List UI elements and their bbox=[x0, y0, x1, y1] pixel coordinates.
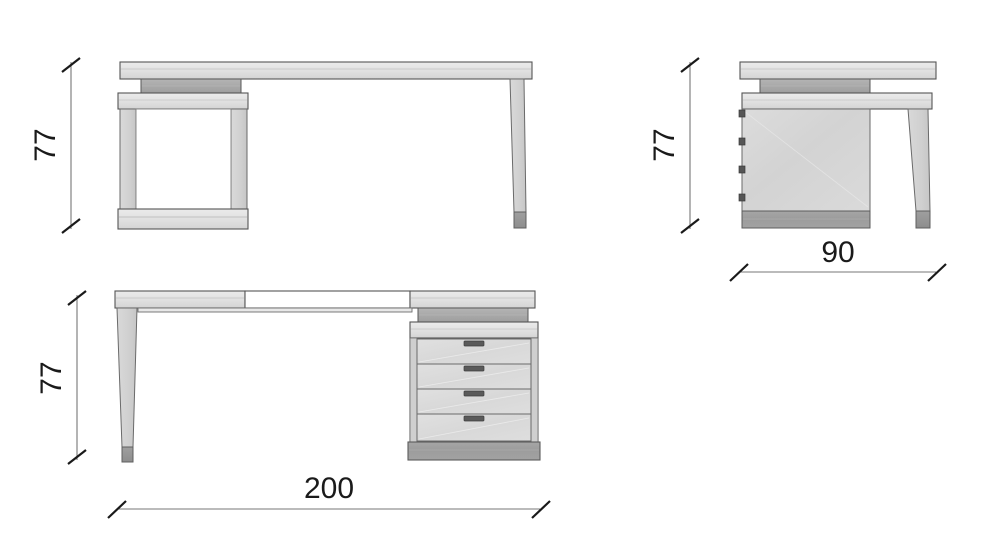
view-end-elevation: 77 90 bbox=[648, 57, 947, 282]
front-cabinet-top-rail bbox=[409, 321, 539, 339]
front-tapered-leg bbox=[116, 307, 138, 448]
end-cabinet-body bbox=[741, 108, 871, 212]
end-desktop-slab bbox=[739, 61, 937, 80]
drawer-edge-tab bbox=[738, 137, 746, 146]
pedestal-interior-void bbox=[135, 108, 232, 210]
drawer-front[interactable] bbox=[416, 363, 532, 390]
drawer-edge-tab bbox=[738, 165, 746, 174]
dimension-width: 200 bbox=[107, 472, 551, 519]
dimension-height-front: 77 bbox=[35, 290, 87, 465]
front-desktop-left-segment bbox=[114, 290, 246, 309]
end-drawer-edges bbox=[738, 109, 746, 202]
drawer-handle[interactable] bbox=[463, 340, 485, 347]
dimension-height-end-label: 77 bbox=[648, 128, 681, 161]
pedestal-base-plinth bbox=[117, 208, 249, 230]
end-leg-foot bbox=[915, 210, 931, 229]
tapered-leg bbox=[509, 78, 527, 213]
pedestal-right-upright bbox=[230, 108, 248, 210]
desktop-slab bbox=[119, 61, 533, 80]
pedestal-top-rail bbox=[117, 92, 249, 110]
drawer-handle[interactable] bbox=[463, 365, 485, 372]
end-cabinet-plinth bbox=[741, 210, 871, 229]
drawer-edge-tab bbox=[738, 193, 746, 202]
view-side-elevation: 77 bbox=[29, 57, 533, 234]
front-desktop-right-segment bbox=[409, 290, 536, 309]
drawer-stack bbox=[416, 338, 532, 442]
spacer-band bbox=[140, 78, 242, 94]
pedestal-left-upright bbox=[119, 108, 137, 210]
end-top-rail bbox=[741, 92, 933, 110]
end-spacer-band bbox=[759, 78, 871, 94]
cabinet-left-stile bbox=[409, 337, 418, 443]
front-spacer-band bbox=[417, 307, 529, 323]
front-cabinet-plinth bbox=[407, 441, 541, 461]
front-apron bbox=[137, 307, 413, 313]
dimension-height-side-label: 77 bbox=[29, 128, 62, 161]
drawer-handle[interactable] bbox=[463, 390, 485, 397]
view-front-elevation: 77 200 bbox=[35, 290, 551, 519]
dimension-depth-label: 90 bbox=[821, 236, 854, 269]
end-tapered-leg bbox=[907, 108, 931, 212]
drawer-front[interactable] bbox=[416, 413, 532, 442]
drawer-handle[interactable] bbox=[463, 415, 485, 422]
leg-foot bbox=[513, 211, 527, 229]
cabinet-right-stile bbox=[530, 337, 539, 443]
dimension-height-end: 77 bbox=[648, 57, 700, 234]
drawer-front[interactable] bbox=[416, 338, 532, 365]
dimension-depth: 90 bbox=[729, 236, 947, 282]
front-desktop-center-panel bbox=[244, 290, 411, 309]
dimension-height-front-label: 77 bbox=[35, 361, 68, 394]
front-leg-foot bbox=[121, 446, 134, 463]
dimension-width-label: 200 bbox=[304, 472, 354, 505]
drawer-front[interactable] bbox=[416, 388, 532, 415]
dimension-height-side: 77 bbox=[29, 57, 81, 234]
drawer-edge-tab bbox=[738, 109, 746, 118]
